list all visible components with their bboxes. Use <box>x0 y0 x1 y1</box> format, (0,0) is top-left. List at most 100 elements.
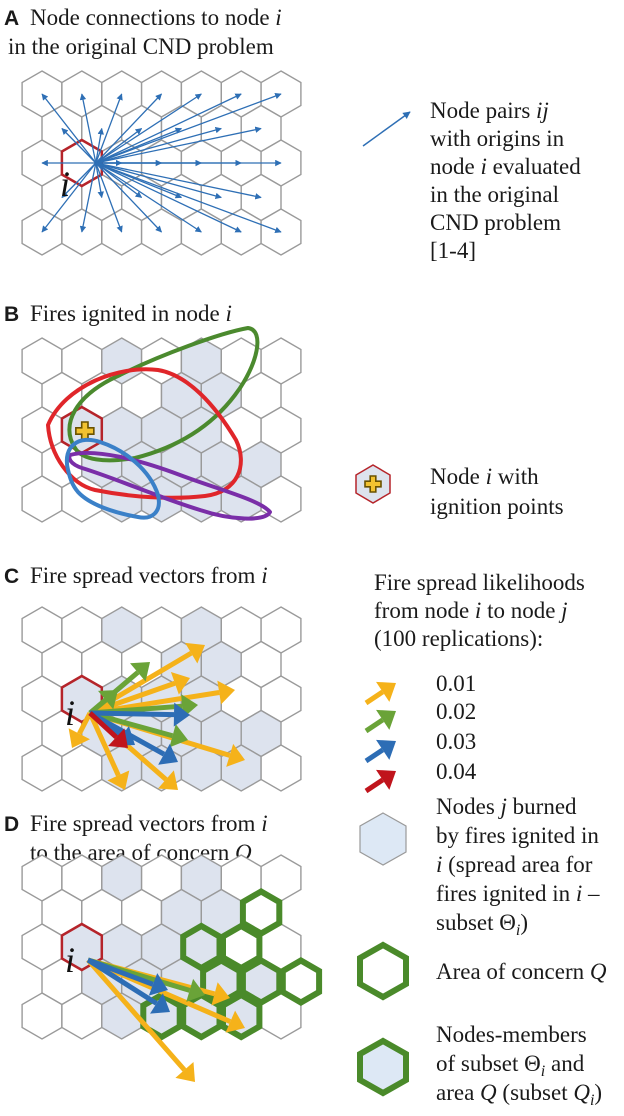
spread-vector-0.02-head <box>186 978 205 1002</box>
connection-arrow <box>95 162 242 233</box>
connection-arrow <box>95 162 162 233</box>
legend-burned-line2: by fires ignited in <box>436 823 599 848</box>
panel-a-title-line2: in the original CND problem <box>8 34 274 59</box>
hex-cell <box>260 744 302 792</box>
area-q-hex <box>200 957 243 1006</box>
connection-arrow <box>95 93 242 164</box>
legend-likelihood-title-line1: Fire spread likelihoods <box>374 570 585 595</box>
spread-vector-0.01-shaft <box>87 711 121 777</box>
legend-value-0.04: 0.04 <box>436 759 477 784</box>
legend-node-pairs-line6: [1-4] <box>430 238 476 263</box>
connection-arrows <box>41 92 282 234</box>
connection-arrow <box>95 162 202 233</box>
spread-vector-0.03-shaft <box>86 957 158 1006</box>
legend-likelihoods: Fire spread likelihoods from node i to n… <box>364 570 585 794</box>
spread-vector-0.01-shaft <box>86 958 187 1072</box>
fire-perimeter-red <box>46 367 243 500</box>
legend-ignition-line2: ignition points <box>430 494 564 519</box>
ignition-cross-icon <box>364 475 382 493</box>
panel-d-letter: D <box>4 813 19 836</box>
legend-node-pairs-line5: CND problem <box>430 210 561 235</box>
panel-d-title-line2: to the area of concern Q <box>30 840 252 865</box>
legend-area-q-hex-icon <box>357 941 409 1001</box>
fire-perimeter-green <box>67 326 260 463</box>
legend-area-q: Area of concern Q <box>357 941 607 1001</box>
spread-vector-0.01-head <box>175 1062 195 1082</box>
spread-vector-0.01-head <box>170 671 190 695</box>
fire-perimeter-blue <box>64 437 161 520</box>
connection-arrow <box>95 93 123 164</box>
legend-members-line1: Nodes-members <box>436 1022 587 1047</box>
fire-perimeters <box>46 326 272 521</box>
spread-vector-0.01-head <box>217 680 235 705</box>
spread-vector-0.04-shaft <box>88 711 118 739</box>
connection-arrow <box>95 162 282 234</box>
legend-node-pairs-line2: with origins in <box>430 126 565 151</box>
spread-vector-0.01-shaft <box>88 650 193 716</box>
area-q-hex <box>239 888 283 937</box>
legend-members: Nodes-members of subset Θi and area Q (s… <box>357 1022 602 1109</box>
connection-arrow <box>41 93 97 164</box>
connection-arrow <box>41 162 97 233</box>
connection-arrow <box>95 162 222 200</box>
legend-arrow-icon <box>362 111 411 147</box>
legend-burned-hex-icon <box>359 812 407 866</box>
legend-node-pairs-line4: in the original <box>430 182 559 207</box>
legend-burned-line5: subset Θi) <box>436 910 528 939</box>
spread-vector-0.01-shaft <box>89 680 176 716</box>
area-q-hex <box>140 991 183 1041</box>
legend-likelihood-title-line3: (100 replications): <box>374 626 543 651</box>
legend-value-0.01: 0.01 <box>436 671 476 696</box>
spread-vector-0.03-head <box>158 743 178 765</box>
legend-likelihood-title-line2: from node i to node j <box>374 598 568 623</box>
spread-vector-0.03-head <box>148 973 168 996</box>
spread-vector-0.01-shaft <box>77 711 93 735</box>
legend-arrow-0.04-head <box>376 769 396 790</box>
panel-b-title: Fires ignited in node i <box>30 301 232 326</box>
area-q-hex <box>180 922 223 972</box>
spread-vector-0.01-head <box>185 642 205 664</box>
spread-vector-0.03-head <box>150 993 170 1014</box>
panel-b-letter: B <box>4 303 19 326</box>
legend-members-line3: area Q (subset Qi) <box>436 1080 602 1109</box>
connection-arrow <box>95 162 262 200</box>
spread-vector-0.02-head <box>98 690 118 710</box>
spread-vector-0.04-head <box>108 728 128 748</box>
panel-c-title: Fire spread vectors from i <box>30 563 268 588</box>
spread-vector-0.01-head <box>68 728 90 748</box>
connection-arrow <box>79 162 97 233</box>
spread-vector-0.02-shaft <box>89 710 174 739</box>
connection-arrow <box>95 92 282 164</box>
connection-arrow <box>95 162 104 199</box>
legend-burned-line4: fires ignited in i – <box>436 881 600 906</box>
panel-d-title-line1: Fire spread vectors from i <box>30 811 268 836</box>
connection-arrow <box>95 162 123 233</box>
legend-area-q-text: Area of concern Q <box>436 959 607 984</box>
legend-node-pairs-line1: Node pairs ij <box>430 98 549 123</box>
connection-arrow <box>61 128 97 164</box>
legend-burned-line1: Nodes j burned <box>436 794 577 819</box>
connection-arrow <box>95 127 183 164</box>
spread-vector-0.02-head <box>130 662 150 682</box>
connection-arrow <box>79 93 97 164</box>
fire-spread-vectors-c <box>68 642 245 790</box>
legend-node-pairs: Node pairs ij with origins in node i eva… <box>362 98 581 263</box>
spread-vector-0.03-head <box>173 702 190 727</box>
legend-arrow-0.02-shaft <box>364 717 385 734</box>
legend-node-pairs-line3: node i evaluated <box>430 154 581 179</box>
connection-arrow <box>95 93 202 164</box>
legend-arrow-0.01-head <box>376 681 396 702</box>
legend-ignition: Node i with ignition points <box>355 464 564 519</box>
legend-burned: Nodes j burned by fires ignited in i (sp… <box>359 794 600 939</box>
fire-spread-vectors-d <box>86 957 245 1082</box>
area-q-hex <box>180 991 223 1041</box>
spread-vector-0.01-head <box>158 770 178 790</box>
node-i-label-a: i <box>60 164 70 204</box>
area-q-hex <box>279 957 323 1006</box>
legend-arrow-0.03-head <box>376 739 396 760</box>
hex-grid-b <box>21 337 302 523</box>
spread-vector-0.01-head <box>225 1010 245 1033</box>
legend-members-line2: of subset Θi and <box>436 1051 585 1080</box>
legend-burned-line3: i (spread area for <box>436 852 593 877</box>
connection-arrow <box>61 162 97 198</box>
